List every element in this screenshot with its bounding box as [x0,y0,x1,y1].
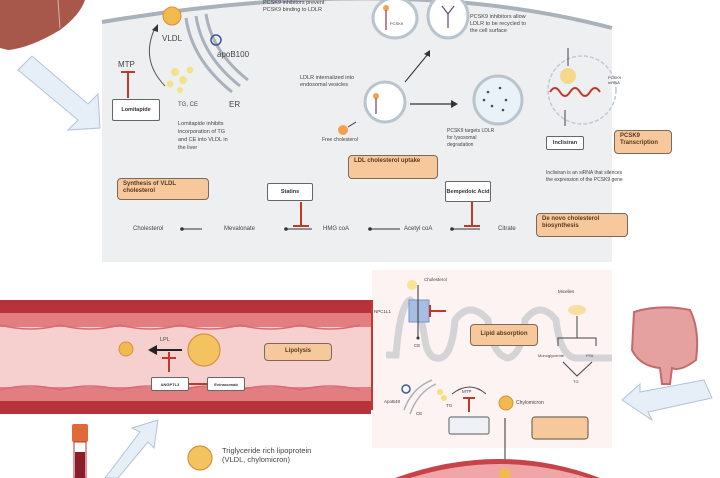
trl-legend-label: Triglyceride rich lipoprotein (VLDL, chy… [222,446,312,464]
free-cholesterol-label: Free cholesterol [322,137,358,143]
cell-membrane [101,0,613,30]
pathway-citrate: Citrate [498,226,516,232]
cholesterol-label: Cholesterol [424,277,447,282]
empty-drug-box [448,416,490,435]
pathway-hmg-coa: HMG coA [323,226,350,232]
pcsk9-prevent-note: PCSK9 inhibitors prevent PCSK9 binding t… [263,0,325,13]
angptl3-box: ANGPTL3 [151,377,189,391]
pcsk9-mrna-label: PCSK9 mRNA [608,75,622,85]
tg2-label: TG [446,403,453,408]
synthesis-vldl-box: Synthesis of VLDL cholesterol [117,178,209,200]
arrow-liver-to-panel [17,55,101,131]
de-novo-box: De novo cholesterol biosynthesis [536,213,628,237]
lomitapide-note: Lomitapide inhibits incorporation of TG … [178,121,228,151]
monoglyceride-label: Monoglyceride [538,353,565,358]
statins-box: Statins [267,183,313,201]
tg-label: TG [573,379,579,384]
arrow-intestine-to-panel [621,379,713,422]
arrow-up-right [104,419,159,478]
pathway-mevalonate: Mevalonate [224,226,256,232]
pathway-acetyl-coa: Acetyl coA [404,226,433,232]
ce-label: CE [414,343,421,348]
blood-tube-cap [72,424,88,442]
empty-process-box [531,416,589,440]
pcsk9-mrna [549,87,601,97]
mtp2-label: MTP [462,389,472,394]
micelles-label: Micelles [558,289,575,294]
lomitapide-box: Lomitapide [112,99,160,121]
vesicle-pcsk9-bound [371,0,419,40]
apob100-label: apoB100 [217,50,250,59]
mtp-label: MTP [118,60,135,69]
pcsk9-targets-note: PCSK9 targets LDLR for lysosomal degrada… [447,128,495,148]
ldlr-internalized-note: LDLR internalized into endosomal vesicle… [300,75,355,88]
ce2-label: CE [416,411,423,416]
lpl-label: LPL [160,337,170,343]
pathway-cholesterol: Cholesterol [133,226,164,232]
lipid-absorption-box: Lipid absorption [470,324,538,346]
nucleus [547,55,617,125]
bempedoic-box: Bempedoic Acid [445,181,491,202]
apob48-label: ApoB48 [384,399,401,404]
lipolysis-box: Lipolysis [264,343,332,361]
ffa-label: FFA [586,353,594,358]
pcsk9-receptor-label: PCSK9 [390,21,404,26]
chylomicron-label: Chylomicron [516,400,544,406]
lysosome [472,74,524,126]
evinacumab-box: Evinacumab [207,377,245,391]
er-label: ER [229,100,241,109]
pcsk9-recycle-note: PCSK9 inhibitors allow LDLR to be recycl… [470,14,526,34]
tg-ce-label: TG, CE [178,102,199,108]
chylomicron-particle [498,395,514,411]
vldl-particle [162,6,182,26]
apob48-protein [401,384,411,394]
npc1l1-label: NPC1L1 [374,309,392,314]
trl-particle-vessel [187,333,221,367]
ldl-uptake-box: LDL cholesterol uptake [348,155,438,179]
endosome [363,80,407,124]
inclisiran-box: Inclisiran [546,136,584,150]
apob100-protein [210,34,222,46]
pcsk9-transcription-box: PCSK9 Transcription [614,130,672,154]
free-cholesterol-particle [338,125,348,135]
micelle [568,305,586,315]
trl-legend-particle [187,445,213,471]
er-membranes [184,13,249,94]
intestine-organ [630,306,699,385]
tg-ce-droplets [166,66,194,93]
npc1l1-transporter [408,299,430,323]
liver-organ [0,0,85,50]
lipolysed-particle [118,341,134,357]
vldl-label: VLDL [162,34,183,43]
inclisiran-note: Inclisiran is an siRNA that silences the… [546,170,623,183]
